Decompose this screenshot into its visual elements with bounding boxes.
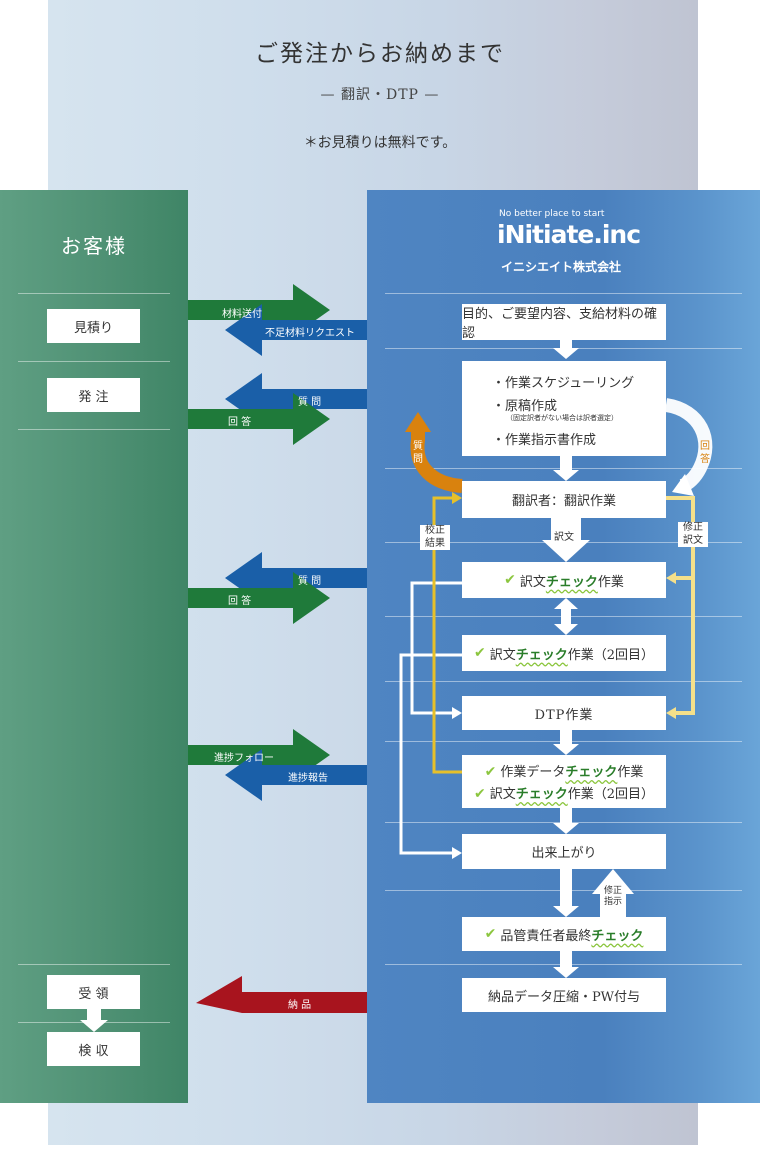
divider xyxy=(18,361,170,362)
company-name: イニシエイト株式会社 xyxy=(501,260,622,274)
process-dtp: DTP作業 xyxy=(462,696,666,730)
process-check: ✔訳文チェック作業 xyxy=(462,562,666,598)
free-estimate-note: ＊お見積りは無料です。 xyxy=(303,135,457,151)
divider xyxy=(385,293,742,294)
page-subtitle: — 翻訳・DTP — xyxy=(320,87,440,103)
company-tagline: No better place to start xyxy=(499,209,605,219)
plan-scheduling: ・作業スケジューリング xyxy=(492,376,635,391)
answer-arrow-1 xyxy=(188,393,330,445)
divider xyxy=(385,681,742,682)
customer-step-receipt: 受 領 xyxy=(47,975,140,1009)
bypass-line-1 xyxy=(410,581,462,715)
fix-instruction-label: 修正 指示 xyxy=(604,886,623,908)
translation-label: 訳文 xyxy=(554,532,574,543)
process-planning: ・作業スケジューリング ・原稿作成 （固定訳者がない場合は訳者選定） ・作業指示… xyxy=(462,361,666,456)
translation-check-line: ✔訳文チェック作業（2回目） xyxy=(473,786,655,802)
proof-result-label: 校正 結果 xyxy=(420,525,450,550)
delivery-arrow xyxy=(196,976,367,1013)
delivery-label: 納 品 xyxy=(288,1000,312,1011)
plan-manuscript-note: （固定訳者がない場合は訳者選定） xyxy=(506,414,618,422)
customer-step-estimate: 見積り xyxy=(47,309,140,343)
customer-step-order: 発 注 xyxy=(47,378,140,412)
customer-step-inspection: 検 収 xyxy=(47,1032,140,1066)
material-send-label: 材料送付 xyxy=(222,309,262,320)
check-mark-icon: ✔ xyxy=(484,764,497,780)
question-loop-label: 質 問 xyxy=(413,441,423,465)
question-label-2: 質 問 xyxy=(298,576,322,587)
company-logo: iNitiate.inc xyxy=(497,220,641,249)
fix-translation-line xyxy=(666,496,695,715)
customer-flow-arrow xyxy=(80,1009,108,1032)
plan-manuscript: ・原稿作成 xyxy=(492,399,558,414)
process-check-2: ✔訳文チェック作業（2回目） xyxy=(462,635,666,671)
divider xyxy=(18,293,170,294)
question-label-1: 質 問 xyxy=(298,397,322,408)
check-mark-icon: ✔ xyxy=(504,572,516,588)
answer-label-1: 回 答 xyxy=(228,417,252,428)
data-check-line: ✔作業データチェック作業 xyxy=(484,764,644,780)
process-final-delivery: 納品データ圧縮・PW付与 xyxy=(462,978,666,1012)
shortage-request-arrow xyxy=(225,304,367,356)
progress-follow-label: 進捗フォロー xyxy=(214,753,274,764)
answer-label-2: 回 答 xyxy=(228,596,252,607)
proof-result-line xyxy=(432,496,462,774)
process-down-arrows xyxy=(542,340,590,978)
check-mark-icon: ✔ xyxy=(473,645,486,661)
process-translate: 翻訳者：翻訳作業 xyxy=(462,481,666,518)
divider xyxy=(18,964,170,965)
progress-report-arrow xyxy=(225,749,367,801)
process-data-check: ✔作業データチェック作業 ✔訳文チェック作業（2回目） xyxy=(462,755,666,808)
check-exchange-arrow xyxy=(554,598,578,635)
check-mark-icon: ✔ xyxy=(484,926,497,942)
bypass-line-2 xyxy=(399,653,462,855)
plan-instruction: ・作業指示書作成 xyxy=(492,433,597,448)
process-qc: ✔品管責任者最終チェック xyxy=(462,917,666,951)
process-confirm: 目的、ご要望内容、支給材料の確認 xyxy=(462,304,666,341)
customer-panel: お客様 xyxy=(0,190,188,1103)
check-mark-icon: ✔ xyxy=(473,786,486,802)
shortage-request-label: 不足材料リクエスト xyxy=(265,328,355,339)
divider xyxy=(18,429,170,430)
answer-arrow-2 xyxy=(188,572,330,624)
question-loop-arrow xyxy=(410,430,463,493)
process-finish: 出来上がり xyxy=(462,834,666,869)
customer-title: お客様 xyxy=(61,234,127,258)
answer-loop-label: 回 答 xyxy=(700,441,710,465)
fix-translation-label: 修正 訳文 xyxy=(678,522,708,547)
progress-report-label: 進捗報告 xyxy=(288,773,328,784)
page-title: ご発注からお納めまで xyxy=(255,41,505,67)
fix-instruction-arrow xyxy=(592,869,634,917)
